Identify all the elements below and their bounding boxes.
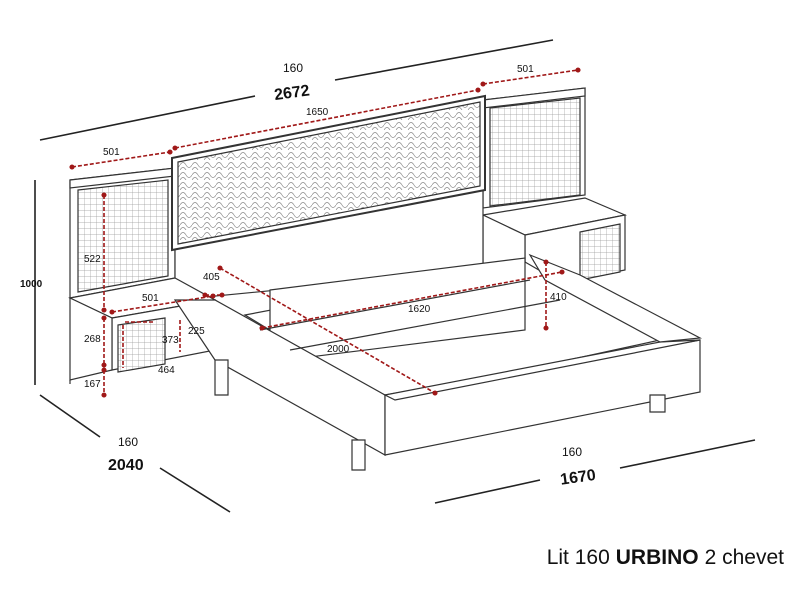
footboard-height: 410: [550, 292, 567, 303]
panel-height: 522: [84, 254, 101, 265]
drawer-height: 225: [188, 326, 205, 337]
nightstand-height: 268: [84, 334, 101, 345]
nightstand-width: 501: [142, 293, 159, 304]
right-nightstand-panel: [482, 87, 586, 209]
left-panel-width: 501: [103, 147, 120, 158]
depth: 2040: [108, 457, 144, 474]
left-nightstand-panel: [69, 167, 176, 299]
drawer-width: 464: [158, 365, 175, 376]
inner-length: 2000: [327, 344, 350, 355]
drawer-depth: 373: [162, 335, 179, 346]
nightstand-leg: 167: [84, 379, 101, 390]
inner-width: 1620: [408, 304, 431, 315]
red-dimension-lines: [69, 67, 581, 398]
headboard-width: 1650: [306, 107, 329, 118]
front-width: 1670: [559, 467, 597, 489]
overall-width: 2672: [273, 82, 311, 104]
depth-label: 160: [118, 435, 138, 449]
side-gap: 405: [203, 272, 220, 283]
caption-prefix: Lit 160: [546, 546, 610, 569]
caption-model: URBINO: [615, 546, 699, 569]
height-total: 1000: [20, 279, 43, 290]
right-panel-width: 501: [517, 64, 534, 75]
caption-suffix: 2 chevet: [704, 546, 784, 569]
front-width-label: 160: [562, 445, 582, 459]
overall-width-label: 160: [283, 61, 303, 75]
